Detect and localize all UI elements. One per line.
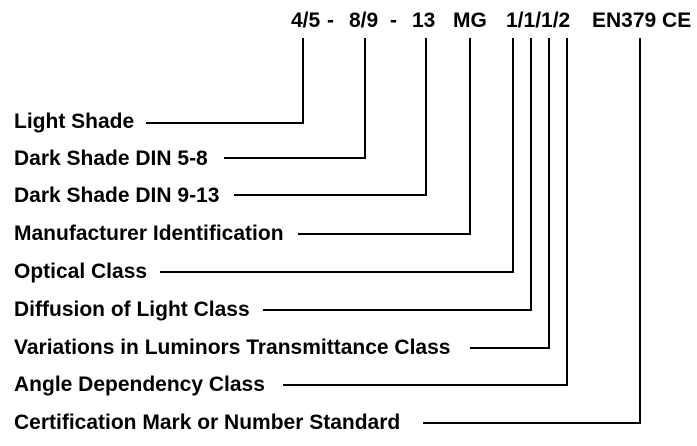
connector-manufacturer [298,38,471,235]
label-angle-dependency-class: Angle Dependency Class [14,373,265,396]
connector-dark-shade-9-13 [234,38,427,196]
label-dark-shade-5-8: Dark Shade DIN 5-8 [14,147,208,170]
label-luminous-transmittance-variation-class: Variations in Luminors Transmittance Cla… [14,336,450,359]
connector-diffusion-class [263,38,532,311]
marking-code: 4/5 - 8/9 - 13 MG 1/1/1/2 EN379 CE [291,9,691,32]
connector-transmittance-class [470,38,550,349]
connector-certification [423,38,641,424]
label-light-shade: Light Shade [14,110,134,133]
label-dark-shade-9-13: Dark Shade DIN 9-13 [14,184,219,207]
code-dark-shade-9-13: 13 [412,9,435,32]
connector-lines [146,38,641,424]
code-dark-shade-5-8: 8/9 [349,9,378,32]
code-certification: EN379 CE [592,9,691,32]
code-light-shade: 4/5 [291,9,321,32]
code-separator-1: - [327,9,334,32]
label-optical-class: Optical Class [14,260,147,283]
label-manufacturer-identification: Manufacturer Identification [14,222,284,245]
label-certification-mark: Certification Mark or Number Standard [14,411,400,434]
label-list: Light Shade Dark Shade DIN 5-8 Dark Shad… [14,110,450,434]
connector-dark-shade-5-8 [224,38,366,159]
connector-optical-class [160,38,514,273]
code-separator-2: - [390,9,397,32]
connector-angle-dependency [283,38,568,386]
connector-light-shade [146,38,304,124]
code-manufacturer: MG [453,9,487,32]
label-diffusion-of-light-class: Diffusion of Light Class [14,298,250,321]
code-classes: 1/1/1/2 [506,9,570,32]
